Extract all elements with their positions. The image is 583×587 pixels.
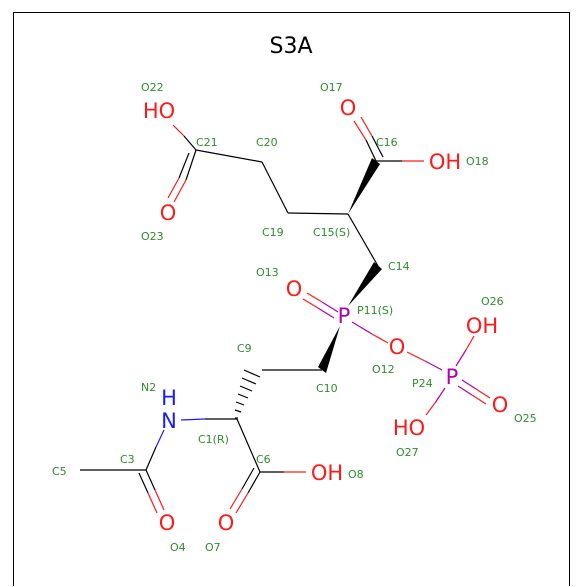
label-c9: C9 [237, 342, 252, 355]
label-c19: C19 [262, 226, 284, 239]
bond-c15-c14 [347, 213, 379, 267]
bond-c6-o7-b [241, 467, 255, 490]
atom-o18: OH [429, 150, 461, 174]
label-c16: C16 [376, 136, 398, 149]
bond-c3-o4-a-o [154, 489, 165, 511]
label-c10: C10 [316, 382, 338, 395]
atom-p24: P [446, 365, 459, 389]
atom-o22: HO [143, 99, 175, 123]
bond-o12-p24 [406, 351, 426, 362]
label-o23: O23 [141, 230, 164, 243]
bond-c16-o17-a [365, 139, 377, 162]
bond-c3-o4-a [145, 469, 156, 491]
label-o27: O27 [396, 446, 419, 459]
label-o17: O17 [320, 81, 343, 94]
atom-n2-h: H [161, 386, 177, 410]
label-p11: P11(S) [357, 304, 393, 317]
label-o26: O26 [481, 295, 504, 308]
bond-p24-o25-b [457, 385, 473, 396]
label-c6: C6 [256, 453, 271, 466]
atom-o13: O [286, 277, 303, 301]
hash-c1-c9 [234, 369, 261, 419]
label-o8: O8 [348, 468, 364, 481]
bond-p11-o13-a-o [306, 292, 323, 303]
diagram-title: S3A [269, 34, 312, 59]
label-o18: O18 [466, 155, 489, 168]
bond-c16-o17-b [371, 135, 384, 158]
label-o12: O12 [372, 363, 395, 376]
label-o25: O25 [514, 412, 537, 425]
molecule-frame [13, 12, 570, 586]
bond-c3-o4-b-o [147, 492, 158, 514]
atom-o26: OH [466, 314, 498, 338]
atom-o17: O [340, 96, 357, 120]
label-c1: C1(R) [198, 433, 229, 446]
bond-c6-o7-a [247, 471, 261, 494]
label-c3: C3 [120, 453, 135, 466]
bond-c3-o4-b [138, 472, 149, 494]
bond-c19-c15 [287, 212, 349, 215]
bond-c21-o23-a-o [173, 179, 187, 203]
bond-c6-o7-b-o [229, 488, 243, 510]
bond-o22-c21-c [183, 135, 197, 151]
bond-p11-o13-b [317, 307, 335, 319]
bond-c21-o23-b-o [167, 177, 180, 199]
atom-o27: HO [393, 416, 425, 440]
bond-c21-o23-b [178, 152, 190, 179]
label-o4: O4 [170, 541, 186, 554]
atom-o25: O [492, 393, 509, 417]
atom-o7: O [218, 511, 235, 535]
bond-c21-o23-a [185, 149, 197, 181]
atom-p11: P [338, 304, 351, 328]
wedge-c15-c16 [348, 158, 380, 214]
label-c5: C5 [52, 465, 67, 478]
bond-p24-o26 [455, 349, 467, 367]
bond-c6-o7-a-o [235, 492, 249, 514]
bond-p24-o25-a-o [475, 388, 491, 399]
bond-n2-c1 [180, 418, 206, 421]
label-c14: C14 [388, 260, 410, 273]
bond-p24-o27-o [425, 402, 436, 416]
label-o13: O13 [256, 266, 279, 279]
atom-o12: O [389, 335, 406, 359]
label-o22: O22 [141, 81, 164, 94]
bond-p24-o27 [434, 387, 446, 404]
atom-n2: N [161, 409, 177, 433]
atom-o4: O [159, 511, 176, 535]
atom-o8: OH [311, 461, 343, 485]
bond-c16-o17-b-o [360, 116, 373, 137]
label-c21: C21 [196, 136, 218, 149]
bond-p11-o13-b-o [302, 298, 319, 309]
label-n2: N2 [141, 381, 156, 394]
bond-n2-c3-c [145, 446, 157, 471]
atom-o23: O [160, 201, 177, 225]
label-o7: O7 [205, 541, 221, 554]
bond-p24-o26-o [465, 335, 475, 351]
bond-c1-c6 [236, 418, 261, 473]
bond-c21-c20 [195, 149, 263, 163]
bond-p11-o12 [351, 321, 373, 335]
wedge-c14-p11 [348, 262, 382, 306]
label-c15: C15(S) [313, 226, 350, 239]
bond-o22-c21 [172, 124, 185, 137]
label-p24: P24 [412, 377, 433, 390]
bond-p24-o25-a [461, 379, 477, 390]
bond-c20-c19 [261, 161, 289, 214]
bond-n2-c3 [155, 429, 165, 448]
bond-o12-p24-p [424, 360, 443, 371]
bond-p11-o13-a [321, 301, 339, 313]
bond-c16-o17-a-o [353, 120, 367, 141]
bond-p24-o25-b-o [471, 394, 487, 405]
wedge-p11-c10 [318, 326, 340, 373]
bond-p11-o12-o [371, 333, 389, 344]
label-c20: C20 [256, 136, 278, 149]
